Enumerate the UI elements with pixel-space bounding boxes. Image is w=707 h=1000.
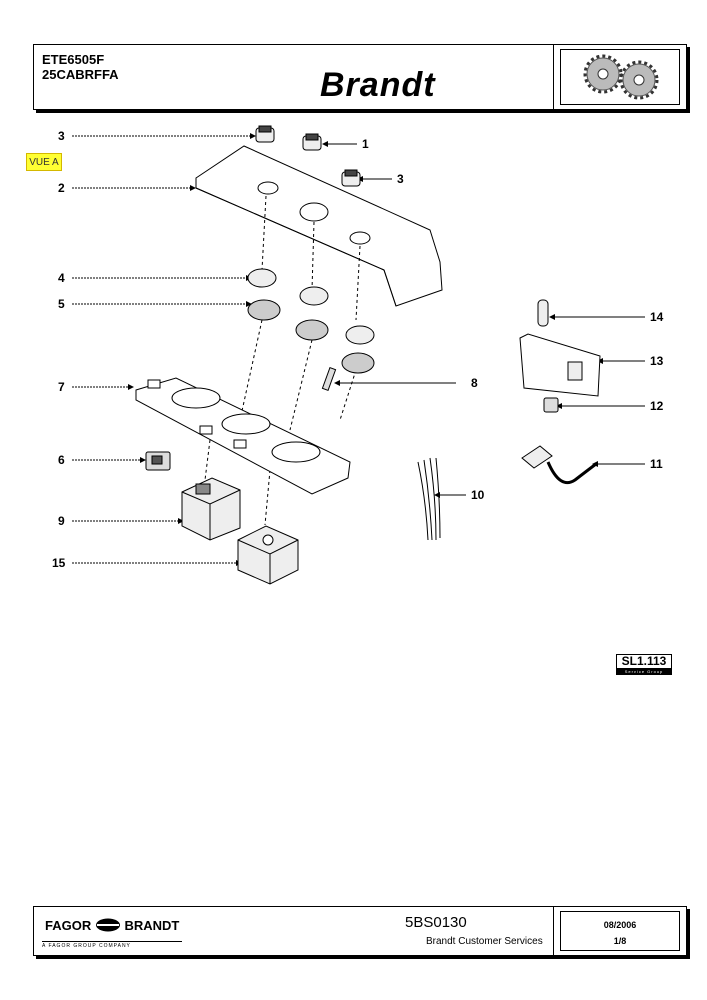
wiring-harness-part [417, 457, 441, 541]
fagor-brandt-logo: FAGOR BRANDT [45, 918, 179, 933]
bracket-part [519, 333, 601, 397]
timer-part [237, 525, 299, 585]
callout-7: 7 [58, 380, 65, 394]
brandt-text: BRANDT [124, 918, 180, 933]
callout-1: 1 [362, 137, 369, 151]
lamp-part [537, 299, 549, 327]
gears-icon [583, 54, 659, 100]
spring-pin-part [321, 366, 337, 392]
control-panel-part [195, 145, 443, 307]
footer-sub: A FAGOR GROUP COMPANY [42, 943, 131, 949]
callout-11: 11 [650, 457, 663, 471]
switch-part [145, 451, 171, 471]
model-line2: 25CABRFFA [42, 67, 119, 82]
callout-13: 13 [650, 354, 664, 368]
callout-9: 9 [58, 514, 65, 528]
service-label: Brandt Customer Services [426, 936, 543, 947]
knob-3b [341, 169, 361, 187]
callout-2: 2 [58, 181, 65, 195]
view-label: VUE A [26, 153, 62, 171]
fagor-mark-icon [95, 918, 120, 932]
gear-box [553, 44, 687, 110]
callout-10: 10 [471, 488, 485, 502]
callout-8: 8 [471, 376, 478, 390]
callout-3a: 3 [58, 129, 65, 143]
callout-6: 6 [58, 453, 65, 467]
callout-5: 5 [58, 297, 65, 311]
control-base-part [135, 377, 351, 495]
date-box [553, 906, 687, 956]
knob-3a [255, 125, 275, 143]
model-block: ETE6505F 25CABRFFA [42, 52, 119, 82]
knob-1 [302, 133, 322, 151]
date-inner-frame [560, 911, 680, 951]
model-line1: ETE6505F [42, 52, 105, 67]
fagor-text: FAGOR [45, 918, 92, 933]
callout-4: 4 [58, 271, 65, 285]
gear-inner-frame [560, 49, 680, 105]
doc-number: 5BS0130 [405, 914, 467, 931]
callout-15: 15 [52, 556, 66, 570]
brand-logo: Brandt [320, 66, 436, 104]
callout-12: 12 [650, 399, 664, 413]
knob-rings [247, 268, 375, 374]
sl-badge: SL1.113 [616, 654, 672, 669]
doc-date: 08/2006 [603, 920, 637, 930]
footer-divider [42, 941, 182, 942]
callout-14: 14 [650, 310, 664, 324]
thermostat-part [181, 477, 241, 541]
callout-3b: 3 [397, 172, 404, 186]
lamp-holder-part [543, 397, 559, 413]
power-cord-part [521, 445, 597, 485]
sl-badge-caption: Service Group [616, 669, 672, 675]
page-number: 1/8 [613, 936, 627, 946]
